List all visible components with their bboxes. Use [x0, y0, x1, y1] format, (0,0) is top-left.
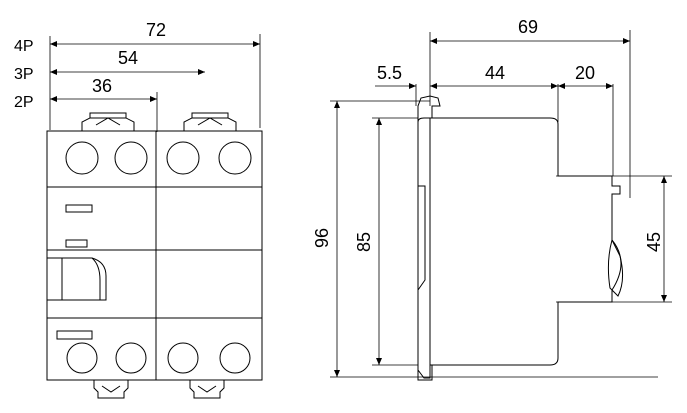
- device-body: [46, 130, 263, 381]
- dim-text-85: 85: [354, 232, 374, 252]
- terminal-screw: [115, 342, 147, 374]
- din-clip-bottom-left: [93, 380, 129, 399]
- terminal-screw: [219, 342, 251, 374]
- dim-text-45: 45: [644, 232, 664, 252]
- rating-label-box: [56, 330, 93, 340]
- dim-text-36: 36: [92, 76, 112, 96]
- dim-text-20: 20: [575, 63, 595, 83]
- pole-label-3p: 3P: [14, 66, 34, 83]
- test-button: [65, 204, 93, 213]
- pole-label-2p: 2P: [14, 94, 34, 111]
- dim-text-69: 69: [518, 17, 538, 37]
- indicator-window: [65, 239, 88, 248]
- toggle-handle: [47, 257, 107, 301]
- din-clip-top-left: [81, 112, 135, 131]
- terminals-bottom: [66, 342, 251, 374]
- din-clip-top-right: [183, 112, 237, 131]
- terminal-screw: [218, 141, 252, 175]
- dim-text-5-5: 5.5: [377, 63, 402, 83]
- side-profile: [417, 95, 624, 381]
- rail-clip-bottom: [417, 365, 433, 381]
- dim-text-72: 72: [146, 20, 166, 40]
- dim-text-96: 96: [312, 228, 332, 248]
- terminal-screw: [65, 141, 99, 175]
- din-clip-bottom-right: [189, 380, 225, 399]
- terminals-top: [65, 141, 252, 175]
- side-view: 69 5.5 44 20 96 85 45: [312, 17, 672, 381]
- terminal-screw: [114, 141, 148, 175]
- dim-text-44: 44: [485, 63, 505, 83]
- terminal-screw: [166, 141, 200, 175]
- toggle-lever: [607, 238, 624, 297]
- dim-text-54: 54: [118, 48, 138, 68]
- terminal-screw: [66, 342, 98, 374]
- front-view: 4P 3P 2P 72 54 36: [14, 20, 263, 399]
- terminal-screw: [167, 342, 199, 374]
- pole-label-4p: 4P: [14, 38, 34, 55]
